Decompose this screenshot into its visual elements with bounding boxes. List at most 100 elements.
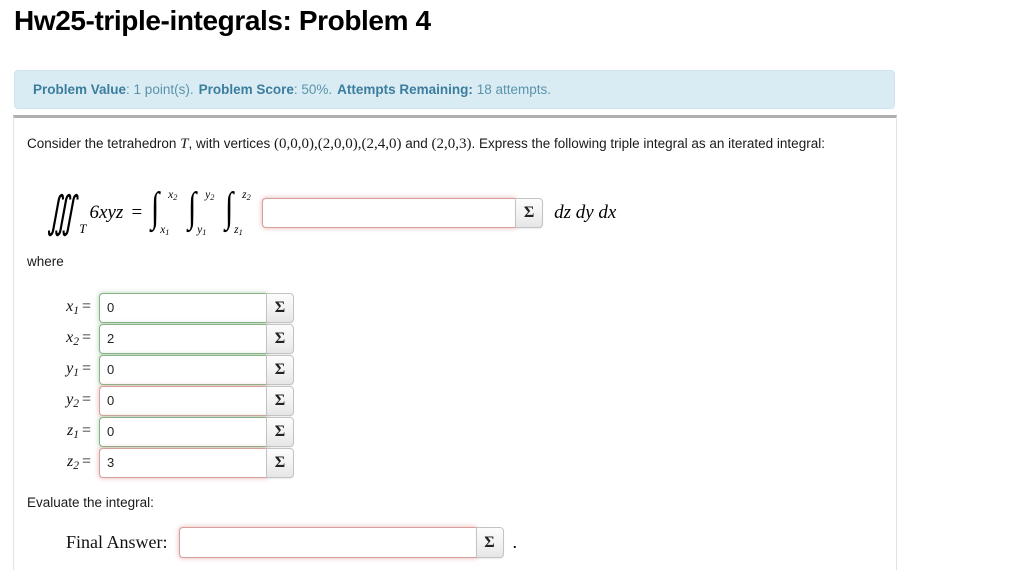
variable-bounds-list: x1= Σ x2= Σ y1= Σ y2= Σ z1= Σ z2= Σ (47, 292, 294, 478)
integral-region-subscript: T (79, 221, 87, 236)
attempts-remaining-text: 18 attempts. (476, 82, 551, 97)
integral-sign-icon: ∫ (225, 185, 234, 231)
vertex-4: (2,0,3) (431, 136, 472, 152)
problem-value: Problem Value: 1 point(s). (33, 82, 194, 97)
integral-sign-icon: ∫ (151, 185, 160, 231)
variable-row-y2: y2= Σ (47, 385, 294, 416)
variable-row-x1: x1= Σ (47, 292, 294, 323)
vertex-2: (2,0,0), (317, 136, 362, 152)
sigma-button[interactable]: Σ (266, 447, 294, 478)
variable-input-y2[interactable] (99, 385, 266, 416)
integrand-answer-group: Σ (262, 198, 544, 228)
vertex-1: (0,0,0), (273, 136, 318, 152)
statement-part-3: . Express the following triple integral … (471, 136, 825, 151)
vertex-3: (2,4,0) (361, 136, 402, 152)
variable-subscript: 2 (73, 459, 79, 472)
sigma-button[interactable]: Σ (266, 354, 294, 385)
sigma-button[interactable]: Σ (266, 416, 294, 447)
variable-base: y (66, 391, 74, 409)
integral-x: ∫ x2 x1 (151, 185, 187, 238)
problem-score-label: Problem Score (198, 82, 294, 97)
variable-label-y2: y2= (47, 391, 99, 410)
variable-label-x2: x2= (47, 329, 99, 348)
triple-integral-icon: ∭ T (47, 188, 86, 237)
problem-content-panel: Consider the tetrahedron T, with vertice… (13, 115, 897, 570)
variable-base: z (66, 422, 74, 440)
integral-y-lower-sub: 1 (202, 228, 207, 237)
variable-subscript: 1 (73, 428, 79, 441)
sigma-button[interactable]: Σ (266, 323, 294, 354)
sigma-button[interactable]: Σ (266, 292, 294, 323)
variable-input-z2[interactable] (99, 447, 266, 478)
integrand-expression: 6xyz (89, 202, 124, 223)
variable-label-x1: x1= (47, 298, 99, 317)
variable-row-z1: z1= Σ (47, 416, 294, 447)
integral-z-upper-sub: 2 (246, 193, 251, 203)
integral-z-upper-base: z (242, 189, 247, 201)
attempts-remaining-label: Attempts Remaining: (337, 82, 473, 97)
integral-y-lower-base: y (197, 223, 203, 236)
statement-part-1: Consider the tetrahedron (27, 136, 181, 151)
variable-base: x (66, 298, 74, 316)
integrand-answer-input[interactable] (262, 198, 516, 228)
integral-y-upper-sub: 2 (210, 193, 215, 203)
variable-row-z2: z2= Σ (47, 447, 294, 478)
integral-z-upper-limit: z2 (242, 189, 251, 202)
final-answer-input[interactable] (178, 527, 476, 558)
attempts-remaining: Attempts Remaining: 18 attempts. (337, 82, 551, 97)
integral-x-lower-limit: x1 (160, 224, 169, 237)
integral-z-lower-sub: 1 (238, 228, 243, 237)
integral-y-lower-limit: y1 (197, 224, 206, 237)
problem-statement: Consider the tetrahedron T, with vertice… (27, 133, 884, 155)
integral-z-lower-base: z (234, 223, 239, 236)
variable-input-x1[interactable] (99, 292, 266, 323)
equals-sign: = (81, 298, 91, 316)
variable-row-y1: y1= Σ (47, 354, 294, 385)
variable-label-z1: z1= (47, 422, 99, 441)
problem-value-label: Problem Value (33, 82, 127, 97)
equals-sign: = (81, 329, 91, 347)
sigma-button[interactable]: Σ (515, 198, 544, 228)
integral-sign-icon: ∫ (188, 185, 197, 231)
evaluate-label: Evaluate the integral: (27, 495, 154, 510)
integral-z: ∫ z2 z1 (225, 185, 261, 238)
statement-and: and (401, 136, 432, 151)
equals-sign: = (81, 391, 91, 409)
variable-subscript: 1 (73, 366, 79, 379)
integral-y-upper-base: y (205, 189, 211, 201)
triple-integral-symbol: ∭ (47, 188, 76, 237)
trailing-period: . (512, 532, 518, 552)
sigma-button[interactable]: Σ (266, 385, 294, 416)
problem-score-text: : 50%. (293, 82, 333, 97)
statement-region-variable: T (180, 136, 189, 152)
variable-base: x (66, 329, 74, 347)
where-label: where (27, 254, 64, 269)
integral-y-upper-limit: y2 (205, 189, 214, 202)
equals-sign: = (81, 360, 91, 378)
equals-sign: = (81, 453, 91, 471)
final-answer-label: Final Answer: (66, 532, 168, 552)
integral-x-lower-sub: 1 (165, 228, 170, 237)
variable-base: y (66, 360, 74, 378)
integral-x-upper-base: x (168, 189, 174, 201)
variable-subscript: 2 (73, 397, 79, 410)
variable-subscript: 1 (73, 304, 79, 317)
variable-input-y1[interactable] (99, 354, 266, 385)
integral-x-upper-limit: x2 (168, 189, 177, 202)
variable-subscript: 2 (73, 335, 79, 348)
variable-input-x2[interactable] (99, 323, 266, 354)
page-title: Hw25-triple-integrals: Problem 4 (14, 5, 431, 36)
final-answer-row: Final Answer: Σ . (66, 527, 517, 558)
variable-base: z (66, 453, 74, 471)
integral-z-lower-limit: z1 (234, 224, 243, 237)
iterated-integral-expression: ∭ T 6xyz = ∫ x2 x1 ∫ y2 y1 ∫ z2 z1 Σ dz … (47, 186, 616, 240)
problem-value-text: : 1 point(s). (126, 82, 194, 97)
statement-part-2: , with vertices (188, 136, 274, 151)
integral-y: ∫ y2 y1 (188, 185, 224, 238)
equals-sign: = (81, 422, 91, 440)
problem-info-bar: Problem Value: 1 point(s). Problem Score… (14, 70, 895, 109)
sigma-button[interactable]: Σ (475, 527, 504, 558)
variable-input-z1[interactable] (99, 416, 266, 447)
integral-x-upper-sub: 2 (173, 193, 178, 203)
problem-score: Problem Score: 50%. (199, 82, 333, 97)
